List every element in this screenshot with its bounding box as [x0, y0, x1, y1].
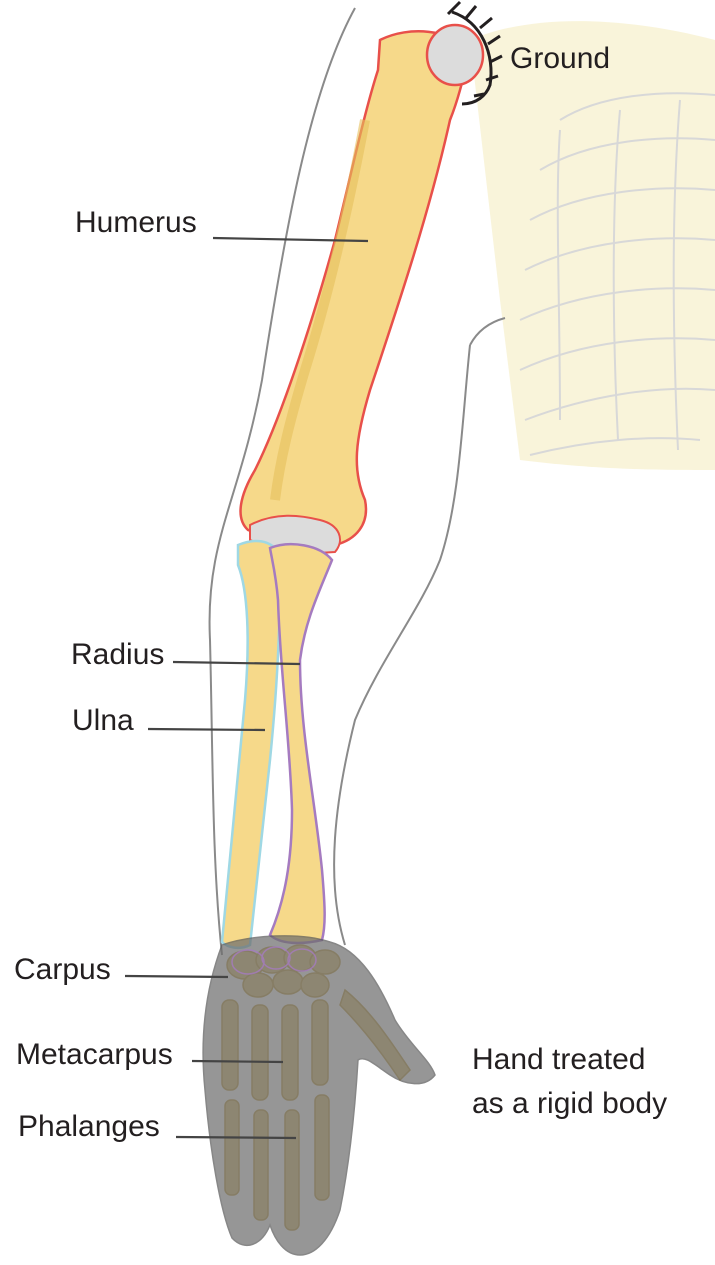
- humerus-label: Humerus: [75, 208, 197, 238]
- radius-bone: [270, 544, 332, 943]
- shoulder-region: [470, 21, 715, 470]
- phalanges-label: Phalanges: [18, 1112, 160, 1142]
- metacarpus-label: Metacarpus: [16, 1040, 173, 1070]
- hand: [203, 936, 435, 1255]
- rigid-body-overlay: [203, 936, 435, 1255]
- carpus-leader: [125, 976, 228, 977]
- radius-label: Radius: [71, 640, 164, 670]
- metacarpus-leader: [192, 1061, 283, 1062]
- ground-label: Ground: [510, 44, 610, 74]
- rigid-body-note-line2: as a rigid body: [472, 1082, 667, 1126]
- carpus-label: Carpus: [14, 955, 111, 985]
- ulna-bone: [222, 541, 280, 948]
- ulna-leader: [148, 729, 265, 730]
- phalanges-leader: [176, 1137, 296, 1138]
- ulna-label: Ulna: [72, 706, 134, 736]
- rigid-body-note-line1: Hand treated: [472, 1038, 667, 1082]
- rigid-body-note: Hand treated as a rigid body: [472, 1038, 667, 1125]
